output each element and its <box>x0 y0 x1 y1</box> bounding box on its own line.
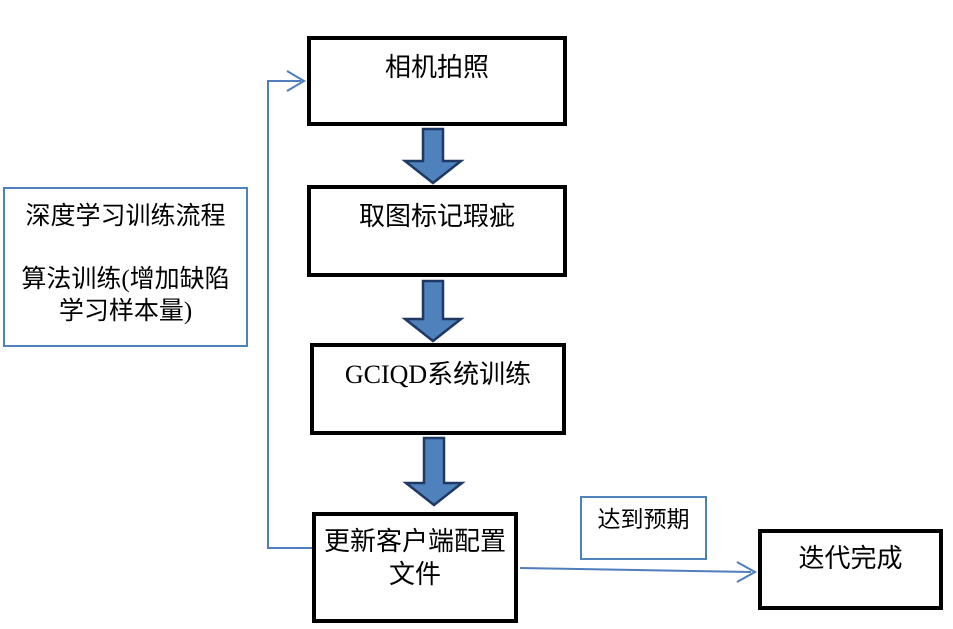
node-camera-photo: 相机拍照 <box>307 36 567 126</box>
down-block-arrow-2-icon <box>401 279 465 343</box>
side-note-box: 深度学习训练流程 算法训练(增加缺陷 学习样本量) <box>3 187 248 347</box>
down-block-arrow-3-icon <box>402 436 466 507</box>
node-mark-defects: 取图标记瑕疵 <box>307 185 567 277</box>
node-mark-defects-label: 取图标记瑕疵 <box>358 202 515 231</box>
result-arrowhead-icon <box>736 561 758 583</box>
node-update-config-label-line1: 更新客户端配置 <box>323 527 506 556</box>
edge-label-meets-expectation-text: 达到预期 <box>597 507 690 532</box>
node-update-config: 更新客户端配置 文件 <box>312 512 518 623</box>
edge-label-meets-expectation: 达到预期 <box>580 496 707 560</box>
result-connector-line <box>519 567 752 573</box>
side-note-line2: 算法训练(增加缺陷 <box>21 266 230 294</box>
node-update-config-label-line2: 文件 <box>388 559 441 589</box>
side-note-line3: 学习样本量) <box>58 297 193 325</box>
node-camera-photo-label: 相机拍照 <box>384 53 489 82</box>
node-gciqd-training-label: GCIQD系统训练 <box>344 360 532 389</box>
node-gciqd-training: GCIQD系统训练 <box>310 343 566 435</box>
node-iteration-done: 迭代完成 <box>758 529 943 610</box>
down-block-arrow-1-icon <box>401 127 465 185</box>
feedback-arrowhead-icon <box>286 70 306 92</box>
node-iteration-done-label: 迭代完成 <box>798 544 903 573</box>
side-note-gap <box>5 232 246 264</box>
feedback-connector-line <box>267 80 312 549</box>
side-note-title: 深度学习训练流程 <box>25 203 226 230</box>
